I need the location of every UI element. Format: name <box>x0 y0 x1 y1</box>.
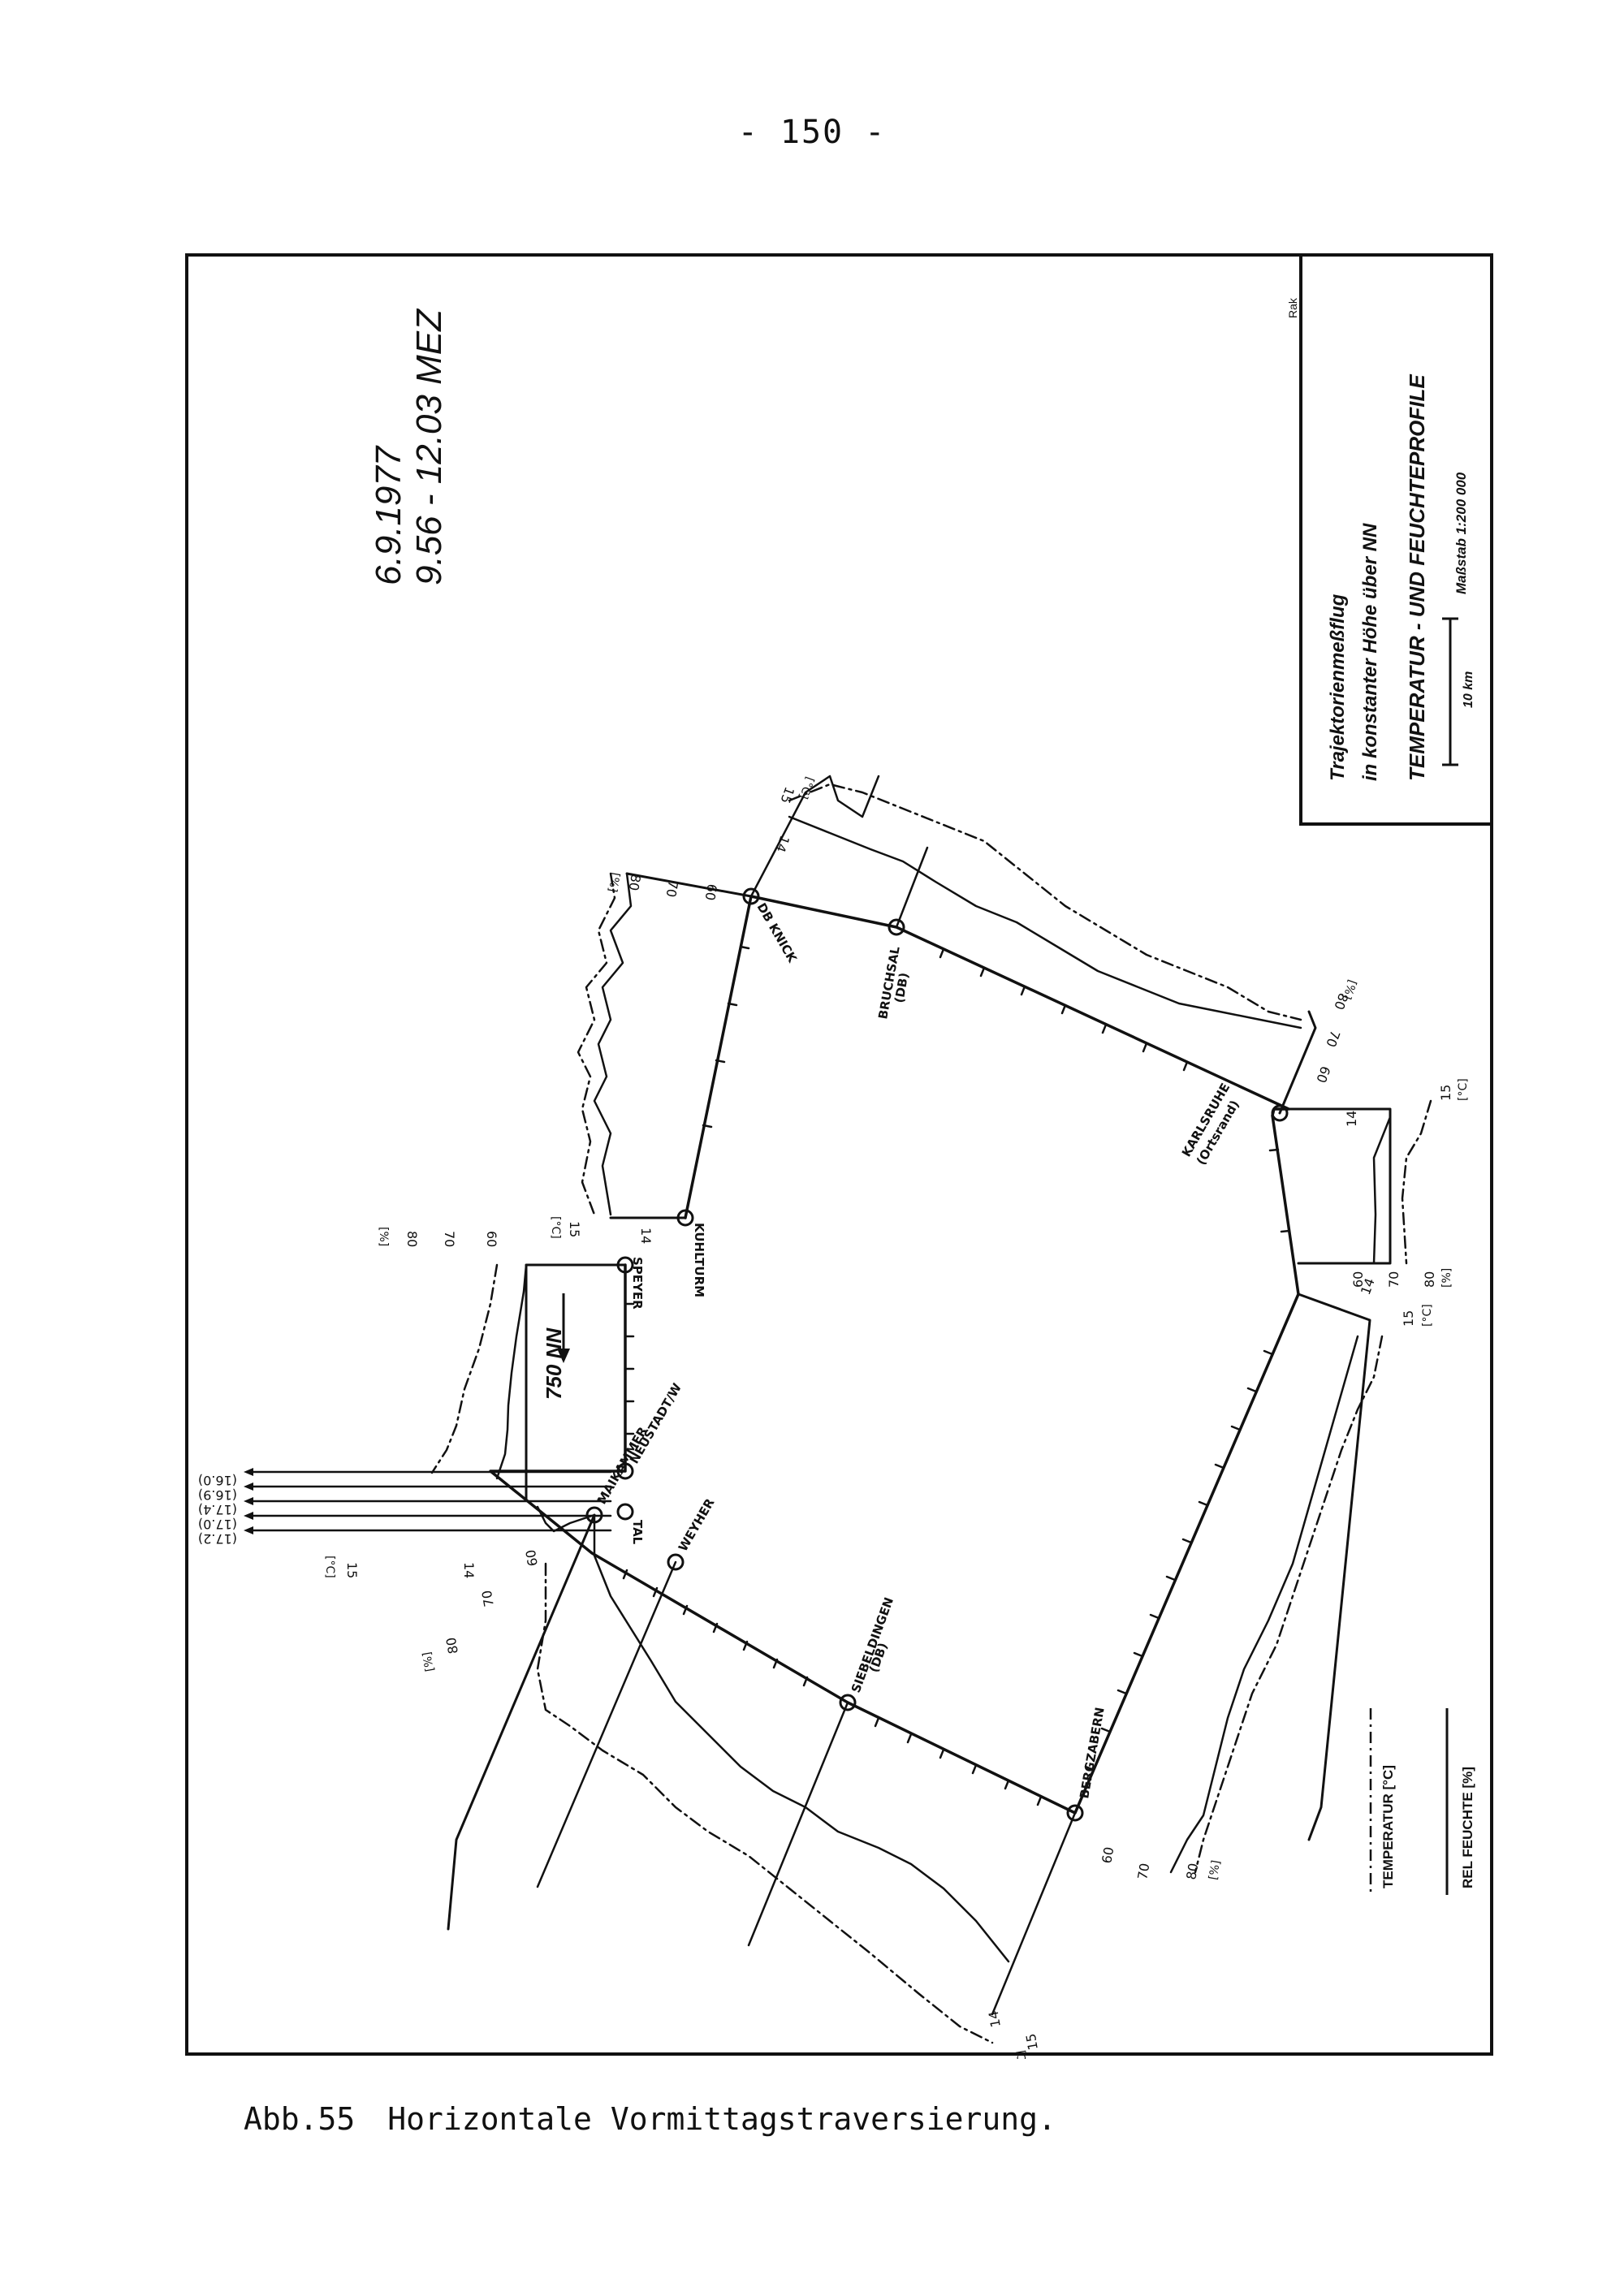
station-marker-siebeldingen <box>839 1694 857 1711</box>
east-humidity-line <box>1169 1335 1359 1874</box>
karlsruhe-temperature-line <box>1401 1099 1432 1265</box>
station-marker-bergzabern <box>1066 1804 1084 1822</box>
speyer-tick-14: 14 <box>461 1562 477 1578</box>
direction-arrow-icon <box>557 1293 570 1363</box>
label-siebeldingen: SIEBELDINGEN <box>849 1595 896 1694</box>
nw-tick-14: 14 <box>638 1228 654 1244</box>
speyer-offscale-arrows <box>252 1470 612 1532</box>
caption-text: Horizontale Vormittagstraversierung. <box>387 2101 1056 2137</box>
speyer-profile-baseline <box>525 1263 627 1502</box>
karlsruhe-humidity-line <box>1372 1116 1392 1265</box>
humidity-key-line <box>1445 1708 1449 1895</box>
route-ticks <box>622 945 1291 1806</box>
ka-tick-80: 80 <box>1422 1271 1437 1288</box>
east-profile-baseline <box>1297 1293 1371 1841</box>
east-tick-60: 60 <box>1099 1845 1116 1864</box>
south-unit-percent: [%] <box>421 1651 437 1672</box>
nw-unit-percent: [%] <box>606 871 622 893</box>
label-speyer: SPEYER <box>630 1257 645 1310</box>
offscale-value-1: (16.0) <box>198 1473 237 1488</box>
legend-box: Rak Trajektorienmeßflug in konstanter Hö… <box>1286 253 1493 826</box>
speyer-temperature-line <box>430 1263 499 1474</box>
label-bergzabern: BERGZABERN <box>1077 1706 1107 1799</box>
speyer-unit-celsius: [°C] <box>323 1556 336 1578</box>
south-tick-14: 14 <box>986 2009 1004 2028</box>
speyer-tick-60: 60 <box>484 1231 499 1247</box>
east-tick-70: 70 <box>1134 1862 1152 1880</box>
page-number: - 150 - <box>737 114 887 151</box>
nw-tick-80: 80 <box>626 873 644 891</box>
south-humidity-line <box>593 1513 1010 1963</box>
ne-humidity-line <box>788 815 1302 1029</box>
figure-caption: Abb.55 Horizontale Vormittagstraversierun… <box>244 2101 1089 2137</box>
speyer-unit-percent: [%] <box>377 1227 390 1246</box>
ne-profile-baseline <box>1278 1010 1317 1115</box>
station-marker-neustadt <box>616 1462 634 1480</box>
station-marker-weyher <box>667 1553 685 1571</box>
ne-tick-15: 15 <box>777 785 797 806</box>
south-tick-80: 80 <box>443 1636 461 1655</box>
label-db-knick: DB KNICK <box>754 900 801 966</box>
label-weyher: WEYHER <box>676 1495 718 1554</box>
offscale-value-4: (17.0) <box>198 1517 237 1532</box>
label-maikammer: MAIKAMMER <box>594 1424 650 1507</box>
nw-tick-70: 70 <box>663 879 681 898</box>
nw-tick-15: 15 <box>567 1221 582 1237</box>
nw-tick-60: 60 <box>702 883 720 901</box>
traverse-map: SPEYER NEUSTADT/W TAL MAIKAMMER WEYHER S… <box>198 775 1470 2059</box>
east-tick-80: 80 <box>1183 1862 1201 1880</box>
ka-unit-percent: [%] <box>1440 1268 1453 1288</box>
offscale-value-3: (17.4) <box>198 1502 237 1517</box>
speyer-humidity-line <box>495 1263 528 1480</box>
nw-temperature-line <box>577 872 616 1216</box>
ka-unit-celsius: [°C] <box>1457 1078 1470 1101</box>
ne-unit-celsius: [°C] <box>797 775 817 801</box>
ka-tick-70: 70 <box>1386 1271 1402 1288</box>
scale-bar <box>1442 617 1458 766</box>
tal-profile-line <box>536 1505 596 1533</box>
station-marker-tal <box>616 1503 634 1521</box>
nw-humidity-line <box>593 872 633 1216</box>
ka-tick-60: 60 <box>1350 1271 1366 1288</box>
ne-tick-60: 60 <box>1313 1064 1333 1085</box>
ka-tick-15: 15 <box>1438 1085 1453 1101</box>
south-profile-baseline <box>447 1513 596 1931</box>
speyer-tick-15: 15 <box>344 1562 360 1578</box>
label-tal: TAL <box>630 1520 645 1545</box>
label-kuhlturm: KUHLTURM <box>692 1223 706 1297</box>
south-temperature-line <box>536 1562 994 2044</box>
east-unit-percent: [%] <box>1207 1859 1223 1881</box>
east-temperature-line <box>1194 1335 1384 1874</box>
offscale-value-5: (17.2) <box>198 1531 237 1547</box>
caption-label: Abb.55 <box>244 2101 356 2137</box>
karlsruhe-profile-baseline <box>1287 1107 1392 1265</box>
temperature-key-line <box>1369 1708 1372 1895</box>
nw-unit-celsius: [°C] <box>549 1216 562 1239</box>
speyer-tick-80: 80 <box>404 1231 420 1247</box>
station-marker-karlsruhe <box>1271 1104 1289 1122</box>
south-tick-70: 70 <box>479 1589 497 1608</box>
station-marker-bruchsal <box>888 918 905 936</box>
figure-frame: 6.9.1977 9.56 - 12.03 MEZ 750 NN Rak Tra… <box>185 253 1493 2059</box>
station-marker-db-knick <box>742 887 760 905</box>
ka-tick-14: 14 <box>1344 1111 1359 1127</box>
ne-temperature-line <box>788 783 1302 1021</box>
speyer-tick-70: 70 <box>442 1231 457 1247</box>
db-knick-profile-line <box>749 775 880 898</box>
east-unit-celsius: [°C] <box>1421 1304 1434 1327</box>
station-markers <box>585 887 1289 1822</box>
south-unit-celsius: [°C] <box>1014 2049 1031 2059</box>
south-tick-60: 60 <box>523 1548 541 1567</box>
flight-route <box>489 895 1300 1815</box>
ne-tick-70: 70 <box>1323 1029 1343 1050</box>
ne-unit-percent: [%] <box>1340 978 1358 1001</box>
east-tick-15: 15 <box>1401 1310 1416 1327</box>
south-tick-15: 15 <box>1023 2032 1041 2051</box>
offscale-value-2: (16.9) <box>198 1487 237 1503</box>
